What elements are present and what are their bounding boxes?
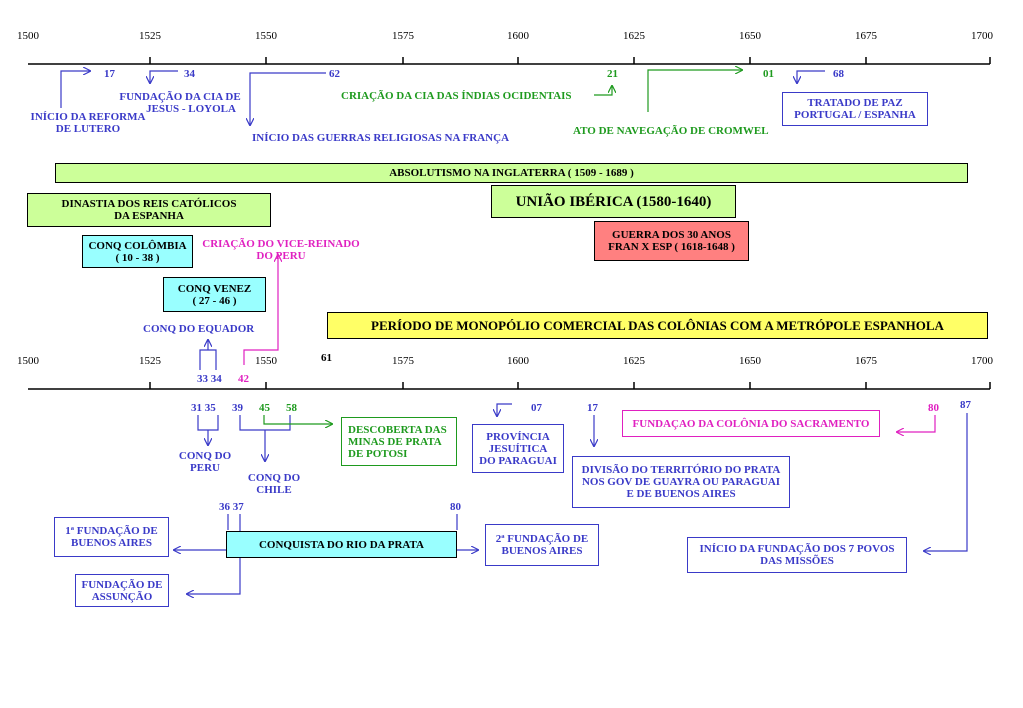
connector-reforma: [60, 71, 90, 108]
top-tick-1525: 1525: [139, 30, 161, 42]
year-61: 61: [321, 352, 332, 364]
year-58: 58: [286, 402, 297, 414]
period-monopolio: PERÍODO DE MONOPÓLIO COMERCIAL DAS COLÔN…: [327, 312, 988, 339]
event-conq-venez: CONQ VENEZ ( 27 - 46 ): [163, 277, 266, 312]
event-assuncao: FUNDAÇÃO DE ASSUNÇÃO: [75, 574, 169, 607]
top-tick-1550: 1550: [255, 30, 277, 42]
connector-provincia: [497, 403, 512, 416]
event-indias: CRIAÇÃO DA CIA DAS ÍNDIAS OCIDENTAIS: [341, 90, 572, 102]
event-potosi: DESCOBERTA DAS MINAS DE PRATA DE POTOSI: [341, 417, 457, 466]
top-tick-1575: 1575: [392, 30, 414, 42]
event-cromwel: ATO DE NAVEGAÇÃO DE CROMWEL: [573, 125, 769, 137]
event-jesus: FUNDAÇÃO DA CIA DE JESUS - LOYOLA: [119, 91, 241, 115]
year-80a: 80: [928, 402, 939, 414]
year-39: 39: [232, 402, 243, 414]
event-vice-reinado: CRIAÇÃO DO VICE-REINADO DO PERU: [202, 238, 360, 262]
connector-guerras: [250, 72, 326, 125]
period-conquista-rio-prata: CONQUISTA DO RIO DA PRATA: [226, 531, 457, 558]
year-21: 21: [607, 68, 618, 80]
year-07: 07: [531, 402, 542, 414]
year-62: 62: [329, 68, 340, 80]
connector-sacramento: [897, 415, 936, 432]
top-tick-1625: 1625: [623, 30, 645, 42]
period-absolutismo: ABSOLUTISMO NA INGLATERRA ( 1509 - 1689 …: [55, 163, 968, 183]
event-missoes: INÍCIO DA FUNDAÇÃO DOS 7 POVOS DAS MISSÕ…: [687, 537, 907, 573]
event-guerras-religiosas: INÍCIO DAS GUERRAS RELIGIOSAS NA FRANÇA: [252, 132, 510, 144]
event-provincia-jesuitica: PROVÍNCIA JESUÍTICA DO PARAGUAI: [472, 424, 564, 473]
year-34: 34: [184, 68, 195, 80]
connector-indias: [594, 86, 612, 96]
top-tick-1675: 1675: [855, 30, 877, 42]
year-01: 01: [763, 68, 774, 80]
event-sacramento: FUNDAÇAO DA COLÔNIA DO SACRAMENTO: [622, 410, 880, 437]
event-buenos-aires-2: 2ª FUNDAÇÃO DE BUENOS AIRES: [485, 524, 599, 566]
connector-equador: [199, 349, 217, 370]
connector-chile: [239, 415, 291, 431]
event-tratado: TRATADO DE PAZ PORTUGAL / ESPANHA: [782, 92, 928, 126]
year-33-34: 33 34: [197, 373, 222, 385]
event-buenos-aires-1: 1ª FUNDAÇÃO DE BUENOS AIRES: [54, 517, 169, 557]
bottom-tick-1625: 1625: [623, 355, 645, 367]
event-conq-colombia: CONQ COLÔMBIA ( 10 - 38 ): [82, 235, 193, 268]
top-tick-1600: 1600: [507, 30, 529, 42]
bottom-tick-1500: 1500: [17, 355, 39, 367]
event-conq-peru: CONQ DO PERU: [178, 450, 232, 474]
top-axis: [28, 57, 991, 65]
connector-tratado: [797, 70, 825, 83]
event-conq-equador: CONQ DO EQUADOR: [143, 323, 255, 335]
period-dinastia: DINASTIA DOS REIS CATÓLICOS DA ESPANHA: [27, 193, 271, 227]
year-68: 68: [833, 68, 844, 80]
connector-jesus: [150, 70, 178, 83]
bottom-tick-1675: 1675: [855, 355, 877, 367]
connector-peru: [197, 415, 219, 431]
year-45: 45: [259, 402, 270, 414]
year-87: 87: [960, 399, 971, 411]
bottom-tick-1525: 1525: [139, 355, 161, 367]
bottom-tick-1550: 1550: [255, 355, 277, 367]
connector-potosi: [263, 415, 332, 424]
year-17: 17: [104, 68, 115, 80]
event-reforma: INÍCIO DA REFORMA DE LUTERO: [30, 111, 146, 135]
connector-vicereinado: [243, 255, 278, 365]
period-guerra-30-anos: GUERRA DOS 30 ANOS FRAN X ESP ( 1618-164…: [594, 221, 749, 261]
year-42: 42: [238, 373, 249, 385]
event-conq-chile: CONQ DO CHILE: [247, 472, 301, 496]
bottom-tick-1700: 1700: [971, 355, 993, 367]
bottom-axis: [28, 382, 991, 390]
top-tick-1500: 1500: [17, 30, 39, 42]
year-80b: 80: [450, 501, 461, 513]
year-17b: 17: [587, 402, 598, 414]
top-tick-1700: 1700: [971, 30, 993, 42]
bottom-tick-1650: 1650: [739, 355, 761, 367]
top-tick-1650: 1650: [739, 30, 761, 42]
connector-cromwel: [647, 70, 742, 112]
period-uniao-iberica: UNIÃO IBÉRICA (1580-1640): [491, 185, 736, 218]
bottom-tick-1575: 1575: [392, 355, 414, 367]
connector-missoes: [924, 413, 968, 551]
event-divisao-territorio: DIVISÃO DO TERRITÓRIO DO PRATA NOS GOV D…: [572, 456, 790, 508]
year-31-35: 31 35: [191, 402, 216, 414]
bottom-tick-1600: 1600: [507, 355, 529, 367]
year-36-37: 36 37: [219, 501, 244, 513]
